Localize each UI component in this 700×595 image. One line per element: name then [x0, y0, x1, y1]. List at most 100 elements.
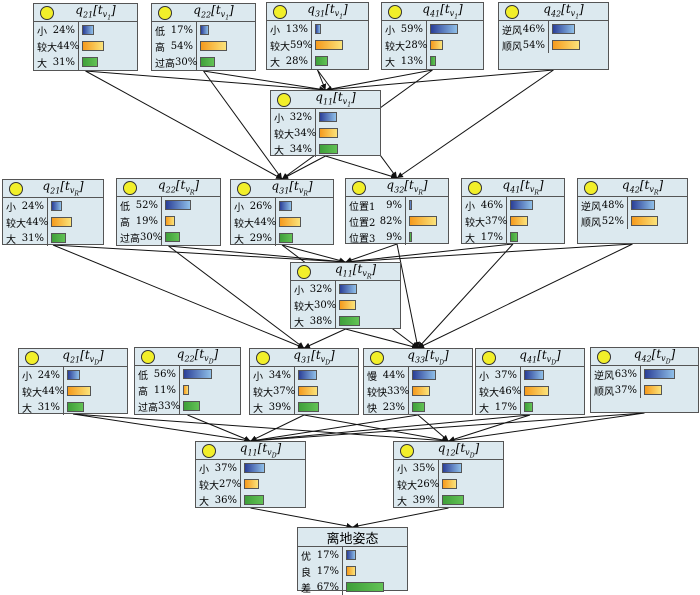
state-percent: 33% [387, 385, 410, 397]
node-title: q21[tvR] [42, 179, 84, 198]
edge-arrow [325, 155, 398, 180]
state-label: 位置2 [349, 217, 376, 229]
state-label: 小 [294, 285, 304, 297]
state-label: 慢 [367, 371, 377, 383]
status-bulb-icon [158, 5, 172, 20]
state-bars [295, 367, 358, 415]
edge-arrow [345, 243, 398, 263]
node-title: q21[tvD] [62, 348, 104, 367]
state-label: 小 [199, 464, 209, 476]
node-title: q11[tvR] [334, 262, 377, 281]
state-label: 小 [479, 371, 489, 383]
node-header: q41[tvD] [476, 348, 584, 367]
probability-bar [430, 40, 443, 50]
state-bars [521, 367, 584, 415]
edge-arrow [303, 414, 449, 443]
node-header: q42[tvD] [591, 347, 698, 366]
probability-bar [200, 57, 215, 67]
node-header: q41[tvR] [462, 178, 564, 197]
status-bulb-icon [297, 264, 311, 279]
edge-arrow [448, 414, 531, 443]
node-title: q21[tv1] [75, 3, 116, 22]
probability-bar [279, 201, 292, 211]
state-percent: 44% [382, 369, 405, 381]
node-title: q42[tv1] [543, 2, 584, 21]
state-percent: 56% [153, 368, 176, 380]
state-percent: 31% [52, 56, 75, 68]
state-bars [439, 460, 503, 508]
state-percent: 34% [268, 369, 291, 381]
state-percent: 52% [135, 199, 158, 211]
probability-bar [442, 479, 457, 489]
node-header: q31[tvD] [250, 348, 358, 367]
state-label: 小 [22, 371, 32, 383]
edge-arrow [345, 243, 633, 265]
state-percent: 36% [214, 494, 237, 506]
state-label: 优 [301, 551, 311, 563]
state-percent: 44% [26, 216, 49, 228]
edge-arrow [417, 243, 633, 349]
state-percent: 59% [290, 39, 313, 51]
node-title: q31[tvR] [271, 179, 313, 198]
node-title: q42[tvR] [621, 178, 664, 197]
state-label: 逆风 [581, 201, 601, 213]
state-percent: 38% [309, 315, 332, 327]
state-label: 高 [138, 386, 148, 398]
state-percent: 17% [316, 565, 339, 577]
probability-bar [409, 232, 412, 242]
state-percent: 24% [21, 200, 44, 212]
edge-arrow [352, 507, 449, 529]
node-header: q22[tv1] [152, 3, 255, 22]
state-bars [180, 366, 240, 414]
probability-bar [644, 385, 662, 395]
state-label: 较快 [367, 387, 387, 399]
edge-arrow [85, 70, 283, 180]
state-percent: 17% [480, 231, 503, 243]
state-percent: 39% [268, 401, 291, 413]
status-bulb-icon [370, 350, 384, 365]
edge-arrow [281, 155, 326, 180]
probability-bar [298, 386, 318, 396]
state-percent: 26% [417, 478, 440, 490]
probability-bar [315, 24, 321, 34]
